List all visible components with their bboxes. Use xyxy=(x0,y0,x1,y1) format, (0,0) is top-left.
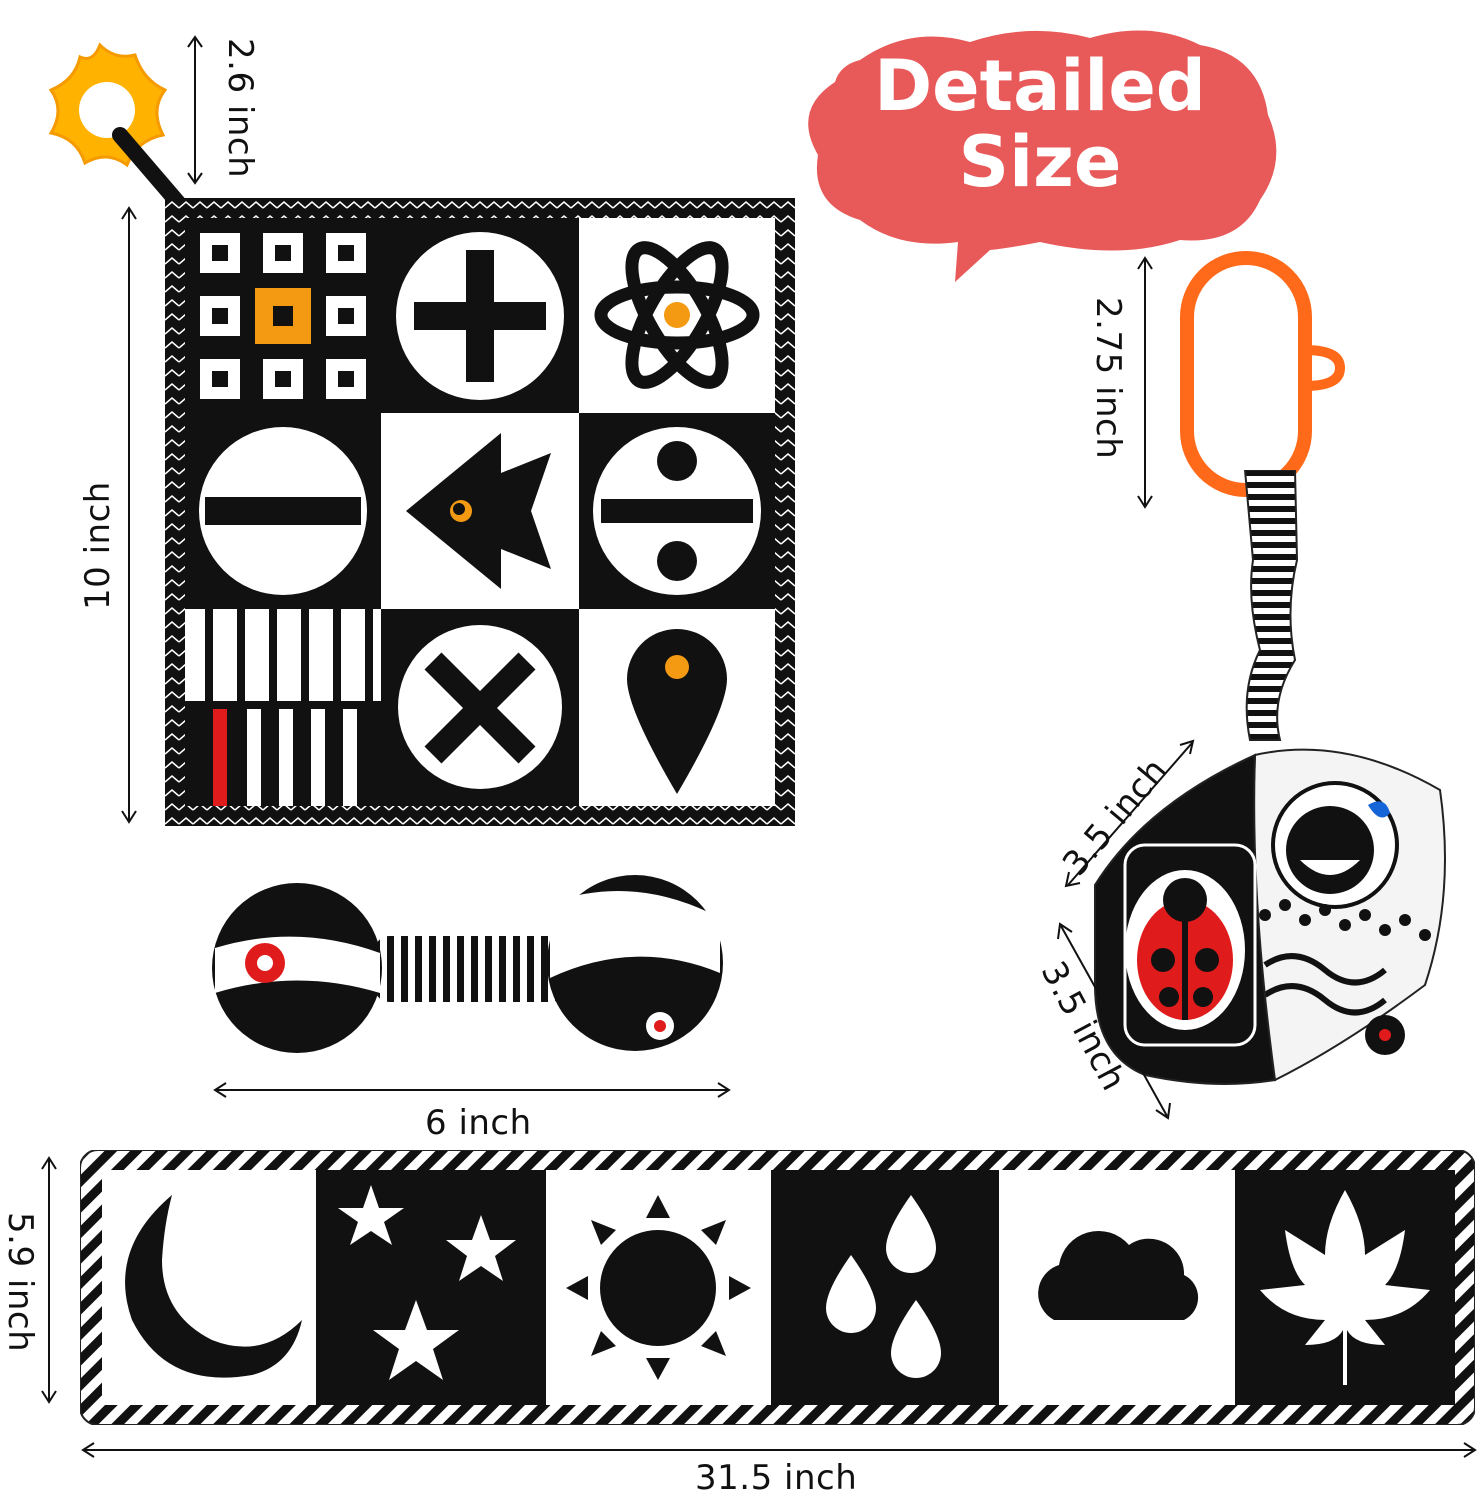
divide-icon xyxy=(593,427,761,595)
hanging-ring-icon xyxy=(1180,251,1346,497)
book-height-arrow xyxy=(121,206,137,824)
strip-width-label: 31.5 inch xyxy=(695,1458,858,1498)
rattle-width-arrow xyxy=(213,1082,731,1098)
multiply-icon xyxy=(398,625,562,789)
raindrops-icon xyxy=(826,1195,941,1378)
map-pin-icon xyxy=(627,629,727,794)
sun-icon xyxy=(566,1195,751,1380)
cube-top-edge-arrow xyxy=(1064,739,1195,888)
cloud-icon xyxy=(1038,1230,1199,1320)
book-height-label: 10 inch xyxy=(78,481,118,610)
strip-height-label: 5.9 inch xyxy=(0,1212,40,1353)
atom-icon xyxy=(594,241,760,389)
teether-height-label: 2.6 inch xyxy=(220,38,260,179)
plus-icon xyxy=(396,232,564,400)
fish-icon xyxy=(406,433,551,589)
teether-icon xyxy=(48,42,188,205)
squares-grid-icon xyxy=(200,233,366,399)
piano-keys-icon xyxy=(185,609,381,806)
strip-height-arrow xyxy=(41,1156,57,1404)
moon-icon xyxy=(125,1195,302,1378)
badge-title: Detailed Size xyxy=(820,48,1260,200)
ring-height-arrow xyxy=(1137,256,1153,509)
minus-icon xyxy=(199,427,367,595)
striped-ribbon-icon xyxy=(1243,470,1299,741)
badge-line-2: Size xyxy=(958,121,1122,203)
sensory-cube xyxy=(1094,748,1446,1085)
cube-side-edge-arrow xyxy=(1057,922,1171,1120)
rattle-width-label: 6 inch xyxy=(425,1103,532,1143)
strip-width-arrow xyxy=(81,1442,1477,1458)
ring-height-label: 2.75 inch xyxy=(1088,297,1128,460)
teether-height-arrow xyxy=(187,35,203,185)
dumbbell-rattle xyxy=(212,875,723,1053)
stars-icon xyxy=(338,1185,516,1380)
leaf-icon xyxy=(1260,1190,1430,1385)
badge-line-1: Detailed xyxy=(874,45,1206,127)
detailed-size-badge xyxy=(808,30,1277,282)
